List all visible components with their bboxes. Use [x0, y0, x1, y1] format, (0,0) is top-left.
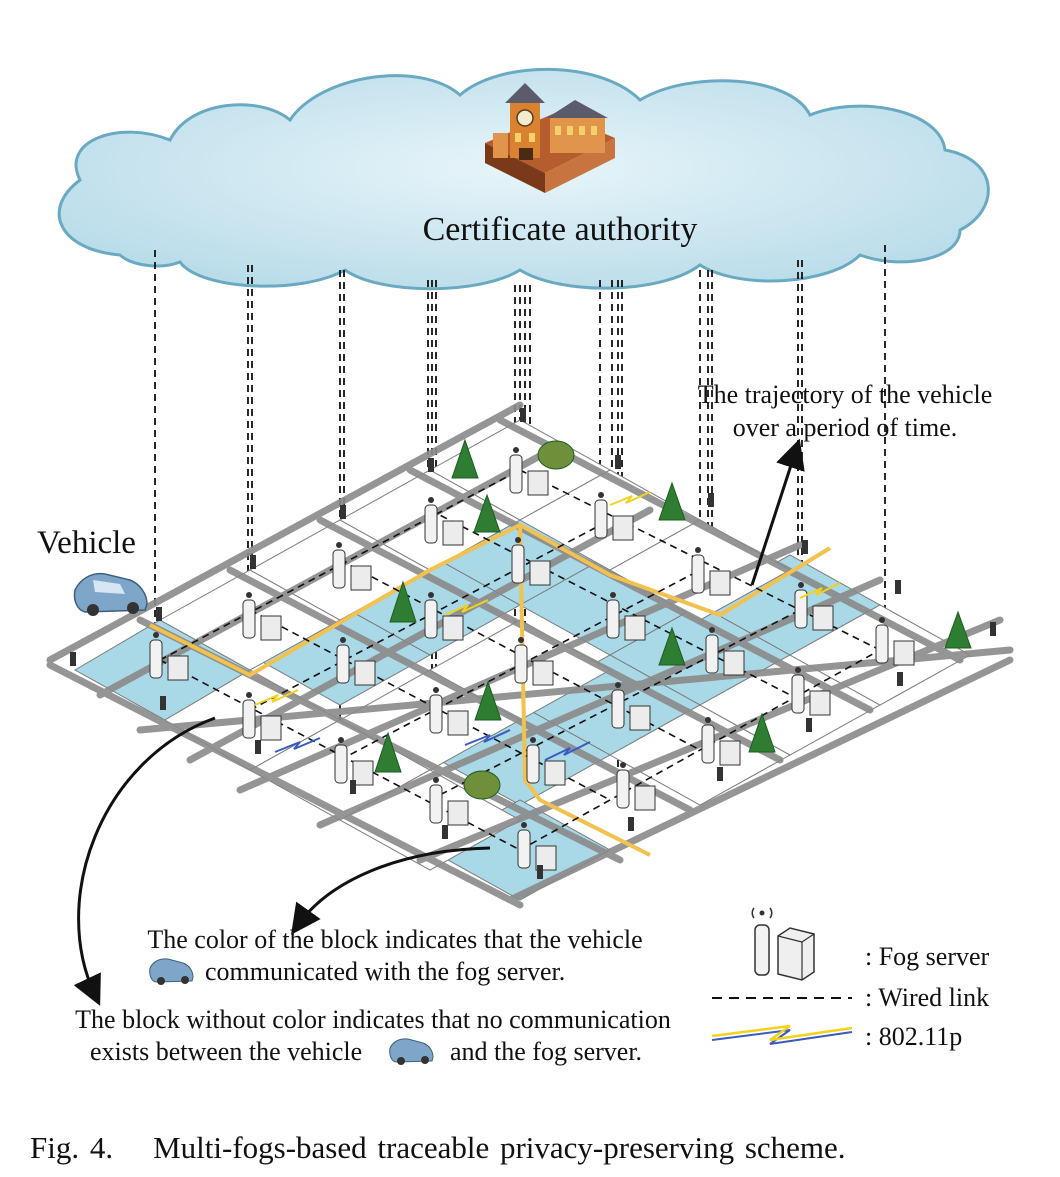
fog-server: [424, 497, 464, 546]
legend: : Fog server : Wired link : 802.11p: [711, 907, 990, 1051]
building-icon: [485, 83, 615, 193]
traffic-light-icon: [350, 780, 356, 794]
colored-note-line2: communicated with the fog server.: [205, 957, 565, 986]
tree-icon: [748, 712, 776, 753]
fog-server: [336, 637, 376, 686]
fog-server: [791, 667, 831, 716]
fog-server: [334, 737, 374, 786]
legend-wireless: : 802.11p: [865, 1022, 962, 1051]
tree-icon: [537, 440, 575, 470]
caption-number: Fig. 4.: [30, 1130, 114, 1165]
traffic-light-icon: [708, 493, 714, 507]
fog-server: [514, 637, 554, 686]
traffic-light-icon: [990, 622, 996, 636]
wireless-links: [254, 491, 841, 761]
lightning-icon: [274, 737, 321, 753]
fog-server: [701, 717, 741, 766]
fog-server: [242, 692, 282, 741]
fog-server: [517, 822, 557, 871]
tree-icon: [374, 731, 402, 773]
uncolored-block-arrow: [73, 716, 216, 1006]
lightning-icon: [544, 741, 591, 761]
uncolored-note-line2-b: and the fog server.: [450, 1037, 642, 1066]
traffic-light-icon: [895, 580, 901, 594]
traffic-light-icon: [70, 652, 76, 666]
traffic-light-icon: [520, 408, 526, 422]
fog-tower-icon: [751, 907, 773, 976]
traffic-lights: [70, 408, 996, 879]
tree-icon: [658, 481, 686, 521]
lightning-icon: [444, 599, 489, 616]
uncolored-note-line2-a: exists between the vehicle: [90, 1037, 362, 1066]
fog-server: [511, 537, 551, 586]
server-icon: [777, 927, 815, 981]
traffic-light-icon: [428, 458, 434, 472]
traffic-light-icon: [156, 607, 162, 621]
fog-server: [594, 492, 634, 541]
traffic-light-icon: [897, 672, 903, 686]
cloud-label: Certificate authority: [423, 211, 698, 248]
traffic-light-icon: [160, 696, 166, 710]
tree-icon: [944, 610, 972, 649]
cloud: Certificate authority: [57, 67, 990, 291]
legend-fog-server: : Fog server: [865, 942, 990, 971]
fog-server: [606, 592, 646, 641]
figure-caption: Fig. 4. Multi-fogs-based traceable privac…: [30, 1130, 846, 1166]
lightning-icon: [711, 1024, 853, 1045]
fog-server: [611, 682, 651, 731]
tree-icon: [474, 680, 502, 721]
traffic-light-icon: [442, 825, 448, 839]
traffic-light-icon: [615, 455, 621, 469]
tree-icon: [473, 493, 501, 533]
car-icon: [73, 572, 148, 616]
traffic-light-icon: [537, 865, 543, 879]
fog-server: [332, 542, 372, 591]
lightning-icon: [254, 689, 299, 706]
lightning-icon: [799, 582, 841, 599]
lightning-icon: [464, 729, 511, 746]
car-icon: [389, 1038, 434, 1065]
traffic-light-icon: [806, 718, 812, 732]
trajectory-label-line1: The trajectory of the vehicle: [698, 380, 993, 409]
tree-icon: [463, 770, 501, 800]
fog-server: [875, 617, 915, 666]
fog-server: [242, 592, 282, 641]
vehicle-label: Vehicle: [37, 525, 136, 561]
caption-text: Multi-fogs-based traceable privacy-prese…: [153, 1130, 846, 1165]
colored-note-line1: The color of the block indicates that th…: [147, 925, 642, 954]
trees: [374, 438, 972, 800]
fog-server: [149, 632, 189, 681]
traffic-light-icon: [628, 817, 634, 831]
fog-server: [616, 762, 656, 811]
fog-server: [794, 582, 834, 631]
traffic-light-icon: [340, 505, 346, 519]
fog-server: [429, 687, 469, 736]
traffic-light-icon: [255, 740, 261, 754]
fog-server: [526, 737, 566, 786]
fog-server: [705, 627, 745, 676]
tree-icon: [451, 438, 479, 479]
traffic-light-icon: [250, 555, 256, 569]
tree-icon: [658, 626, 686, 666]
fog-server: [429, 777, 469, 826]
legend-wired-link: : Wired link: [865, 983, 989, 1012]
traffic-light-icon: [717, 767, 723, 781]
uncolored-note-line1: The block without color indicates that n…: [75, 1005, 671, 1034]
car-icon: [149, 958, 194, 985]
fog-server: [691, 547, 731, 596]
lightning-icon: [609, 491, 651, 506]
tree-icon: [389, 580, 417, 623]
colored-block-arrow: [291, 846, 491, 935]
fog-server: [509, 447, 549, 496]
traffic-light-icon: [802, 540, 808, 554]
trajectory-arrow: [750, 438, 805, 586]
fog-servers: [149, 447, 915, 871]
trajectory-label-line2: over a period of time.: [733, 413, 958, 442]
fog-server: [424, 592, 464, 641]
